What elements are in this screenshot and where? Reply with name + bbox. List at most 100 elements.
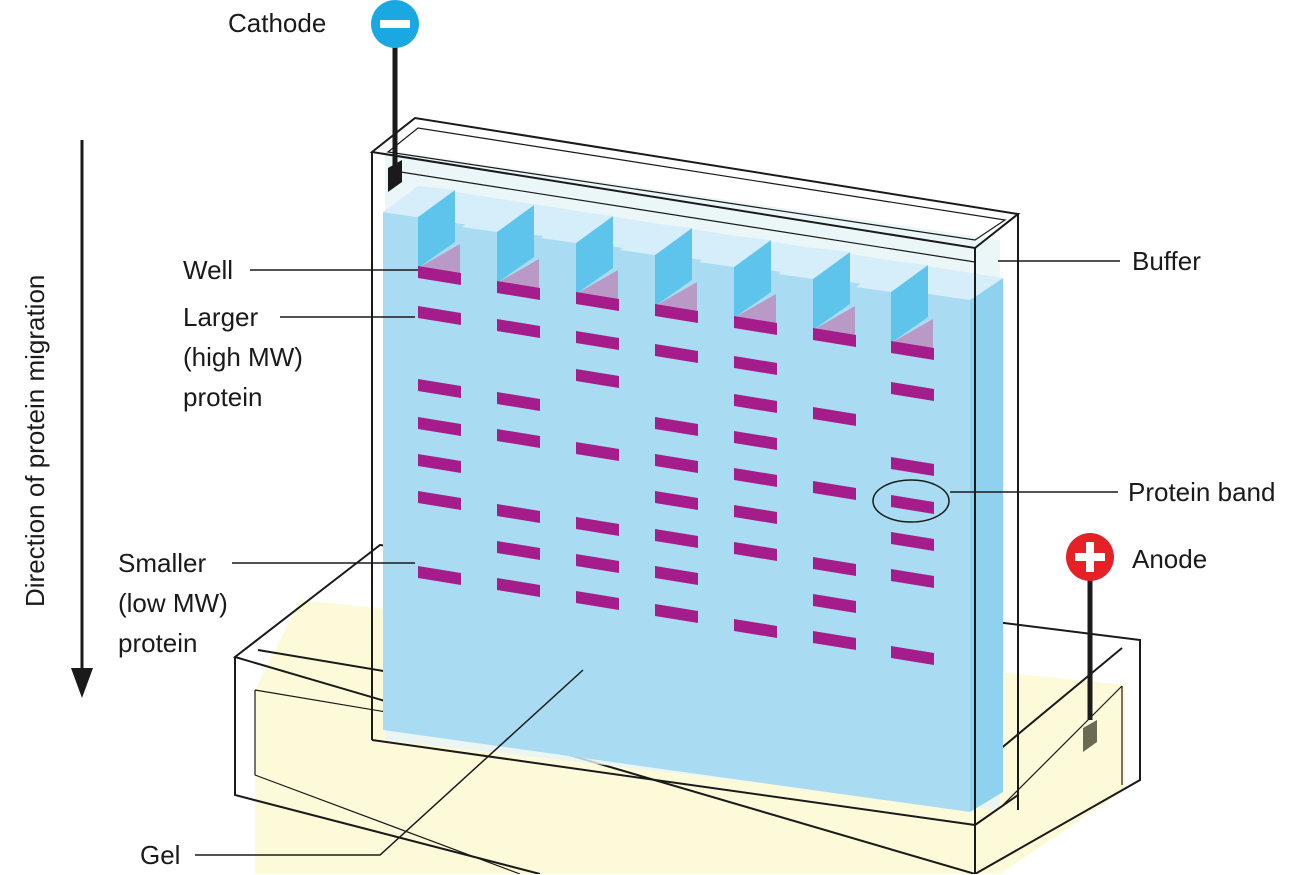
comb-tooth-top bbox=[541, 212, 613, 243]
protein-band bbox=[655, 454, 698, 473]
smaller-label-line3: protein bbox=[118, 628, 198, 658]
protein-band bbox=[497, 578, 540, 597]
protein-band bbox=[576, 369, 619, 388]
protein-band bbox=[734, 619, 777, 638]
protein-band bbox=[418, 379, 461, 398]
comb-tooth-top bbox=[856, 261, 928, 292]
arrow-down-icon bbox=[71, 140, 93, 698]
bands-group bbox=[418, 266, 934, 665]
protein-band-label: Protein band bbox=[1128, 477, 1276, 507]
larger-label-line1: Larger bbox=[183, 302, 259, 332]
protein-band bbox=[418, 266, 461, 285]
plus-sign-v bbox=[1086, 542, 1094, 572]
protein-band bbox=[813, 557, 856, 576]
protein-band bbox=[655, 304, 698, 323]
comb-tooth bbox=[891, 265, 928, 343]
protein-band bbox=[497, 392, 540, 411]
protein-band bbox=[418, 417, 461, 436]
front-glass bbox=[371, 152, 1019, 874]
gel-slab bbox=[383, 186, 1003, 812]
protein-band bbox=[655, 491, 698, 510]
gel-label: Gel bbox=[140, 840, 181, 870]
glass-right-bottom bbox=[974, 794, 1019, 826]
protein-band bbox=[734, 542, 777, 561]
protein-band bbox=[418, 566, 461, 585]
comb-tooth bbox=[418, 190, 455, 268]
protein-band bbox=[813, 594, 856, 613]
protein-band bbox=[813, 481, 856, 500]
smaller-label-line2: (low MW) bbox=[118, 588, 228, 618]
anode-tip bbox=[1083, 720, 1097, 752]
comb-tooth-top bbox=[620, 224, 692, 255]
protein-band bbox=[576, 591, 619, 610]
anode-electrode bbox=[1066, 533, 1114, 752]
protein-band bbox=[576, 442, 619, 461]
gel-front bbox=[383, 212, 970, 812]
protein-band bbox=[576, 331, 619, 350]
protein-band bbox=[734, 394, 777, 413]
cathode-electrode bbox=[371, 0, 419, 192]
protein-band bbox=[734, 316, 777, 335]
glass-bottom-edge bbox=[371, 739, 976, 826]
protein-band bbox=[576, 554, 619, 573]
protein-band bbox=[576, 517, 619, 536]
protein-band bbox=[734, 468, 777, 487]
protein-band bbox=[891, 495, 934, 514]
well-label: Well bbox=[183, 255, 234, 285]
gel-side bbox=[970, 278, 1003, 812]
larger-label-line2: (high MW) bbox=[183, 342, 303, 372]
protein-band bbox=[891, 382, 934, 401]
comb-tooth-top bbox=[699, 236, 771, 267]
protein-band bbox=[418, 306, 461, 325]
comb-tooth-top bbox=[383, 186, 455, 217]
lower-tank-liquid-right bbox=[1002, 685, 1123, 806]
comb-tooth bbox=[655, 228, 692, 306]
protein-band bbox=[891, 646, 934, 665]
protein-band bbox=[891, 457, 934, 476]
protein-band bbox=[497, 429, 540, 448]
buffer-label: Buffer bbox=[1132, 246, 1201, 276]
gel-leader bbox=[195, 669, 584, 856]
protein-band bbox=[891, 532, 934, 551]
protein-band bbox=[813, 407, 856, 426]
anode-label: Anode bbox=[1132, 544, 1208, 574]
protein-band bbox=[655, 529, 698, 548]
direction-arrow-head bbox=[71, 668, 93, 698]
leader-lines bbox=[195, 260, 1120, 856]
protein-band bbox=[813, 631, 856, 650]
protein-band bbox=[734, 356, 777, 375]
protein-band bbox=[891, 341, 934, 360]
larger-label-line3: protein bbox=[183, 382, 263, 412]
protein-band bbox=[655, 566, 698, 585]
protein-band bbox=[576, 292, 619, 311]
lower-tank-front-edge bbox=[234, 657, 541, 874]
protein-band-highlight bbox=[872, 479, 950, 523]
smaller-label-line1: Smaller bbox=[118, 548, 207, 578]
comb-tooth bbox=[813, 252, 850, 330]
comb-tooth bbox=[576, 216, 613, 294]
protein-band bbox=[497, 319, 540, 338]
cathode-tip bbox=[388, 160, 402, 192]
protein-band bbox=[655, 604, 698, 623]
comb-tooth bbox=[497, 205, 534, 283]
glass-top-front bbox=[387, 169, 976, 263]
lower-tank-rim bbox=[254, 690, 521, 874]
comb-tooth bbox=[734, 240, 771, 318]
cathode-label: Cathode bbox=[228, 8, 327, 38]
protein-band bbox=[418, 454, 461, 473]
upper-chamber-inner-rim bbox=[386, 127, 1007, 241]
protein-band bbox=[655, 417, 698, 436]
comb-tooth-top bbox=[778, 248, 850, 279]
comb-tooth-top bbox=[462, 201, 534, 232]
minus-sign bbox=[380, 20, 410, 28]
protein-band bbox=[497, 541, 540, 560]
protein-band bbox=[734, 505, 777, 524]
protein-band bbox=[813, 328, 856, 347]
protein-band bbox=[655, 344, 698, 363]
protein-band bbox=[418, 491, 461, 510]
protein-band bbox=[891, 569, 934, 588]
direction-label: Direction of protein migration bbox=[20, 274, 50, 607]
protein-band bbox=[734, 431, 777, 450]
protein-band bbox=[497, 281, 540, 300]
